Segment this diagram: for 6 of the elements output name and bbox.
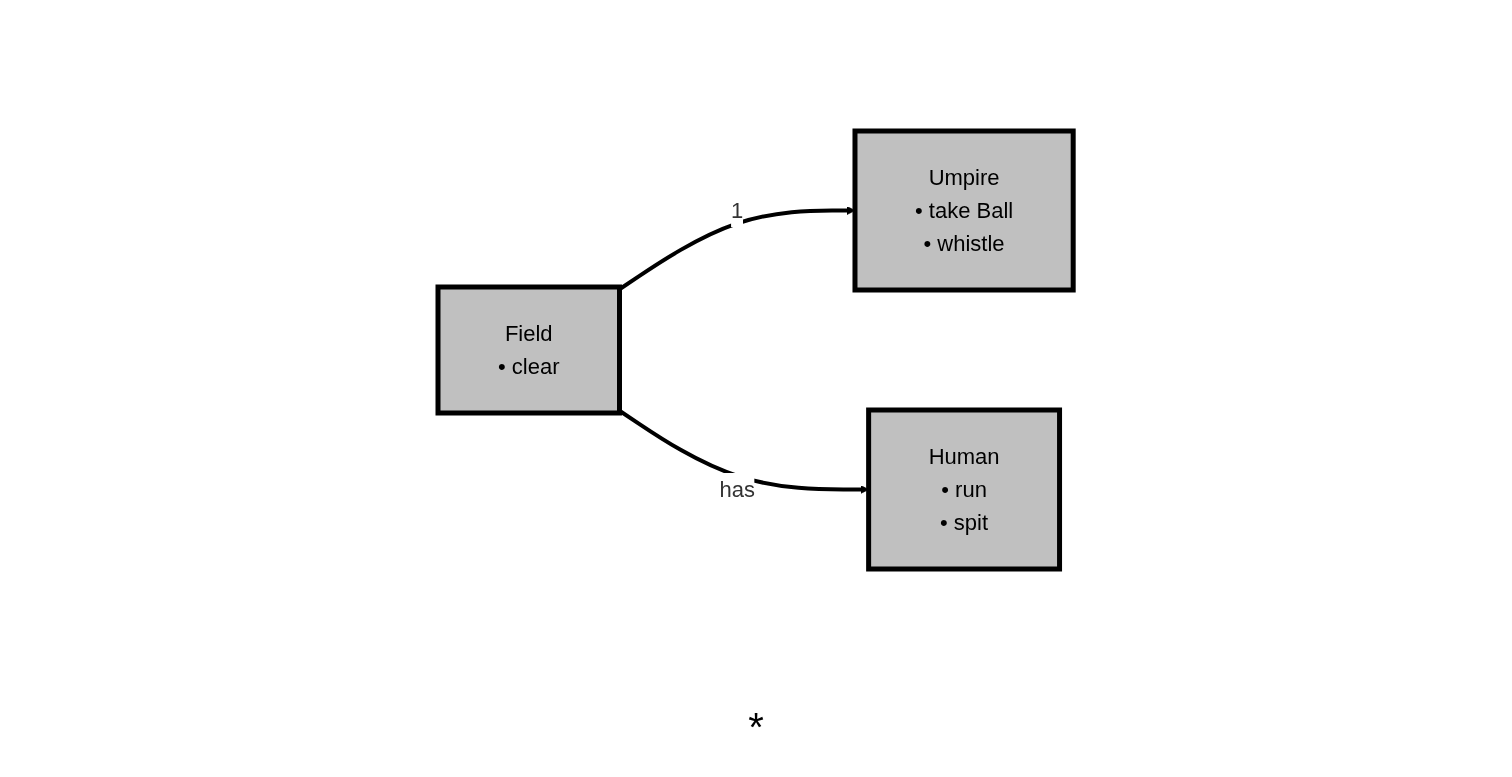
node-box: Umpire • take Ball • whistle [852,128,1077,293]
node-box: Field • clear [435,284,623,416]
edge-label: has [719,477,756,502]
multiplicity-label: * [748,705,764,749]
edge-label: 1 [731,198,744,223]
node-box: Human • run • spit [866,407,1063,572]
